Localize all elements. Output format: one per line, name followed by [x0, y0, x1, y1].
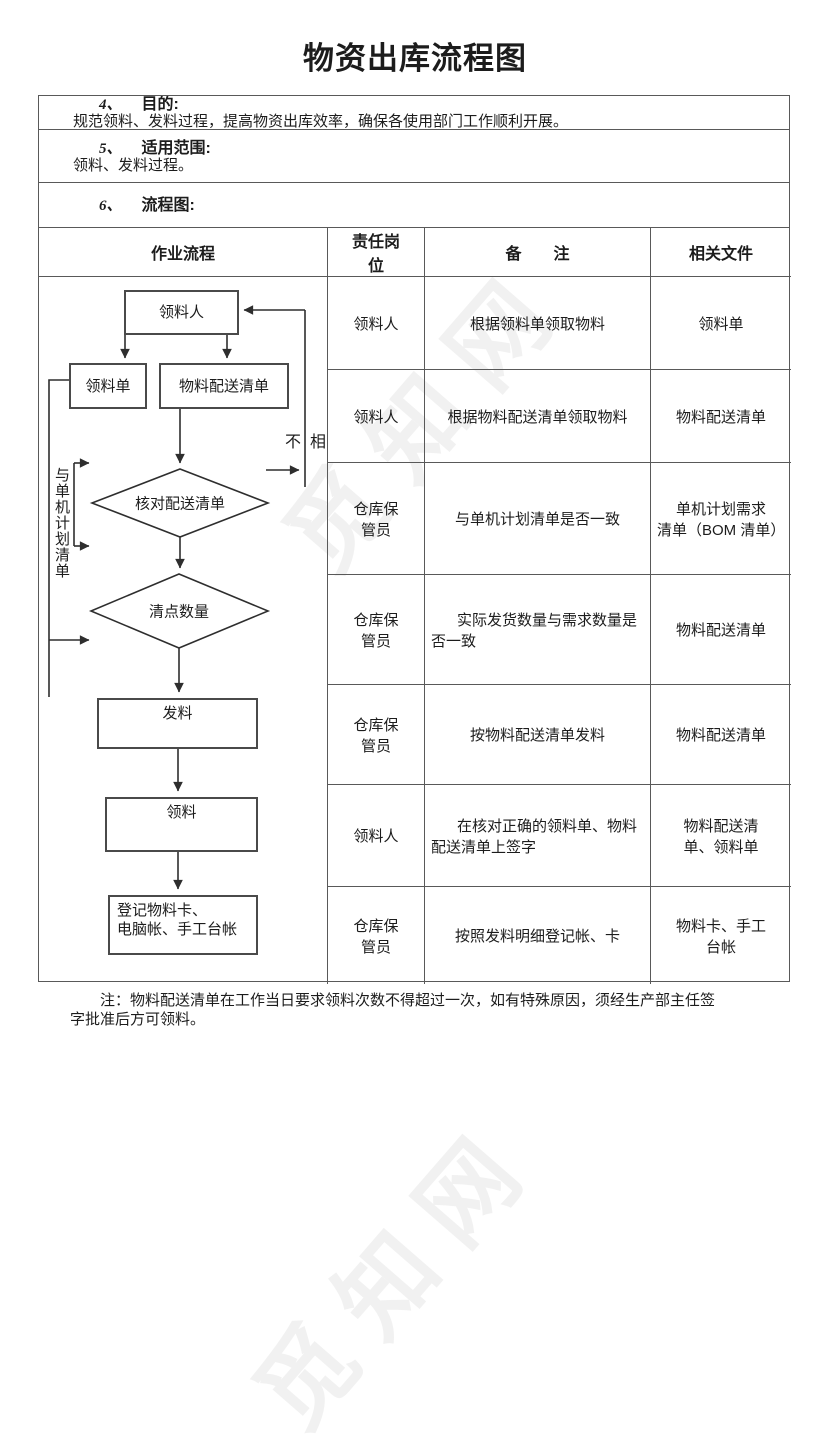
- remark-cell: 实际发货数量与需求数量是 否一致: [425, 575, 651, 685]
- section-heading-text: 适用范围:: [141, 140, 211, 157]
- watermark-text-bottom: 觅知网: [236, 1102, 558, 1450]
- flow-node-count-quantity: 清点数量: [148, 603, 210, 621]
- remark-cell: 按物料配送清单发料: [425, 685, 651, 785]
- section-number: 4、: [99, 97, 122, 113]
- flowchart-connectors: [48, 305, 306, 890]
- section-heading-text: 流程图:: [141, 197, 195, 214]
- remark-cell: 按照发料明细登记帐、卡: [425, 887, 651, 984]
- remark-cell: 与单机计划清单是否一致: [425, 463, 651, 575]
- flow-node-check-delivery: 核对配送清单: [134, 495, 226, 513]
- section-heading-text: 目的:: [141, 96, 179, 113]
- docs-cell: 物料配送清单: [651, 575, 791, 685]
- flow-node-requisition: 领料单: [69, 363, 147, 409]
- process-table: 4、目的: 规范领料、发料过程，提高物资出库效率，确保各使用部门工作顺利开展。 …: [38, 95, 791, 984]
- docs-cell: 物料卡、手工 台帐: [675, 917, 766, 956]
- page-title: 物资出库流程图: [303, 41, 527, 76]
- docs-cell: 物料配送清单: [651, 370, 791, 463]
- flow-label-side-note: 与单机计划清单: [53, 467, 70, 579]
- role-cell: 领料人: [328, 370, 425, 463]
- section-scope: 5、 适用范围: 领料、发料过程。: [39, 130, 789, 183]
- docs-cell: 物料配送清 单、领料单: [651, 785, 791, 887]
- remark-cell: 根据领料单领取物料: [425, 277, 651, 370]
- flow-label-mismatch: 不相: [285, 434, 326, 451]
- section-purpose-heading: 4、 目的:: [99, 96, 789, 114]
- remark-cell: 在核对正确的领料单、物料 配送清单上签字: [425, 785, 651, 887]
- remark-cell: 根据物料配送清单领取物料: [425, 370, 651, 463]
- role-cell: 仓库保 管员: [328, 575, 425, 685]
- col-header-role: 责任岗 位: [328, 228, 425, 277]
- flow-node-receiver: 领料人: [124, 290, 239, 335]
- flow-node-register: 登记物料卡、 电脑帐、手工台帐: [108, 895, 258, 955]
- flow-node-issue: 发料: [97, 698, 258, 749]
- role-cell: 仓库保 管员: [328, 887, 425, 984]
- col-header-process: 作业流程: [39, 228, 328, 277]
- flowchart-canvas: 领料人 领料单 物料配送清单 核对配送清单 清点数量 发料 领料 登记物料卡、 …: [39, 277, 328, 984]
- remark-paragraph: 在核对正确的领料单、物料 配送清单上签字: [431, 817, 638, 856]
- section-scope-body: 领料、发料过程。: [73, 157, 194, 174]
- col-header-remark: 备 注: [425, 228, 651, 277]
- section-number: 5、: [99, 141, 122, 157]
- section-flowchart: 6、 流程图:: [39, 183, 789, 227]
- role-cell: 领料人: [328, 785, 425, 887]
- role-cell: 领料人: [328, 277, 425, 370]
- docs-cell: 领料单: [651, 277, 791, 370]
- role-cell: 仓库保 管员: [328, 685, 425, 785]
- section-scope-heading: 5、 适用范围:: [99, 140, 789, 158]
- flow-node-delivery-list: 物料配送清单: [159, 363, 289, 409]
- section-flowchart-heading: 6、 流程图:: [99, 197, 789, 215]
- role-cell: 仓库保 管员: [328, 463, 425, 575]
- docs-cell: 单机计划需求 清单（BOM 清单）: [651, 463, 791, 575]
- flow-node-receive: 领料: [105, 797, 258, 852]
- document-page: { "page": { "title": "物资出库流程图", "waterma…: [38, 41, 791, 1450]
- section-purpose-body: 规范领料、发料过程，提高物资出库效率，确保各使用部门工作顺利开展。: [73, 113, 569, 130]
- section-purpose: 4、 目的: 规范领料、发料过程，提高物资出库效率，确保各使用部门工作顺利开展。: [39, 96, 789, 130]
- section-number: 6、: [99, 198, 122, 214]
- col-header-docs: 相关文件: [651, 228, 791, 277]
- flow-grid-table: 作业流程 责任岗 位 备 注 相关文件: [39, 227, 791, 984]
- docs-cell: 物料配送清单: [651, 685, 791, 785]
- footer-note: 注：物料配送清单在工作当日要求领料次数不得超过一次，如有特殊原因，须经生产部主任…: [70, 992, 716, 1028]
- remark-paragraph: 实际发货数量与需求数量是 否一致: [431, 611, 638, 650]
